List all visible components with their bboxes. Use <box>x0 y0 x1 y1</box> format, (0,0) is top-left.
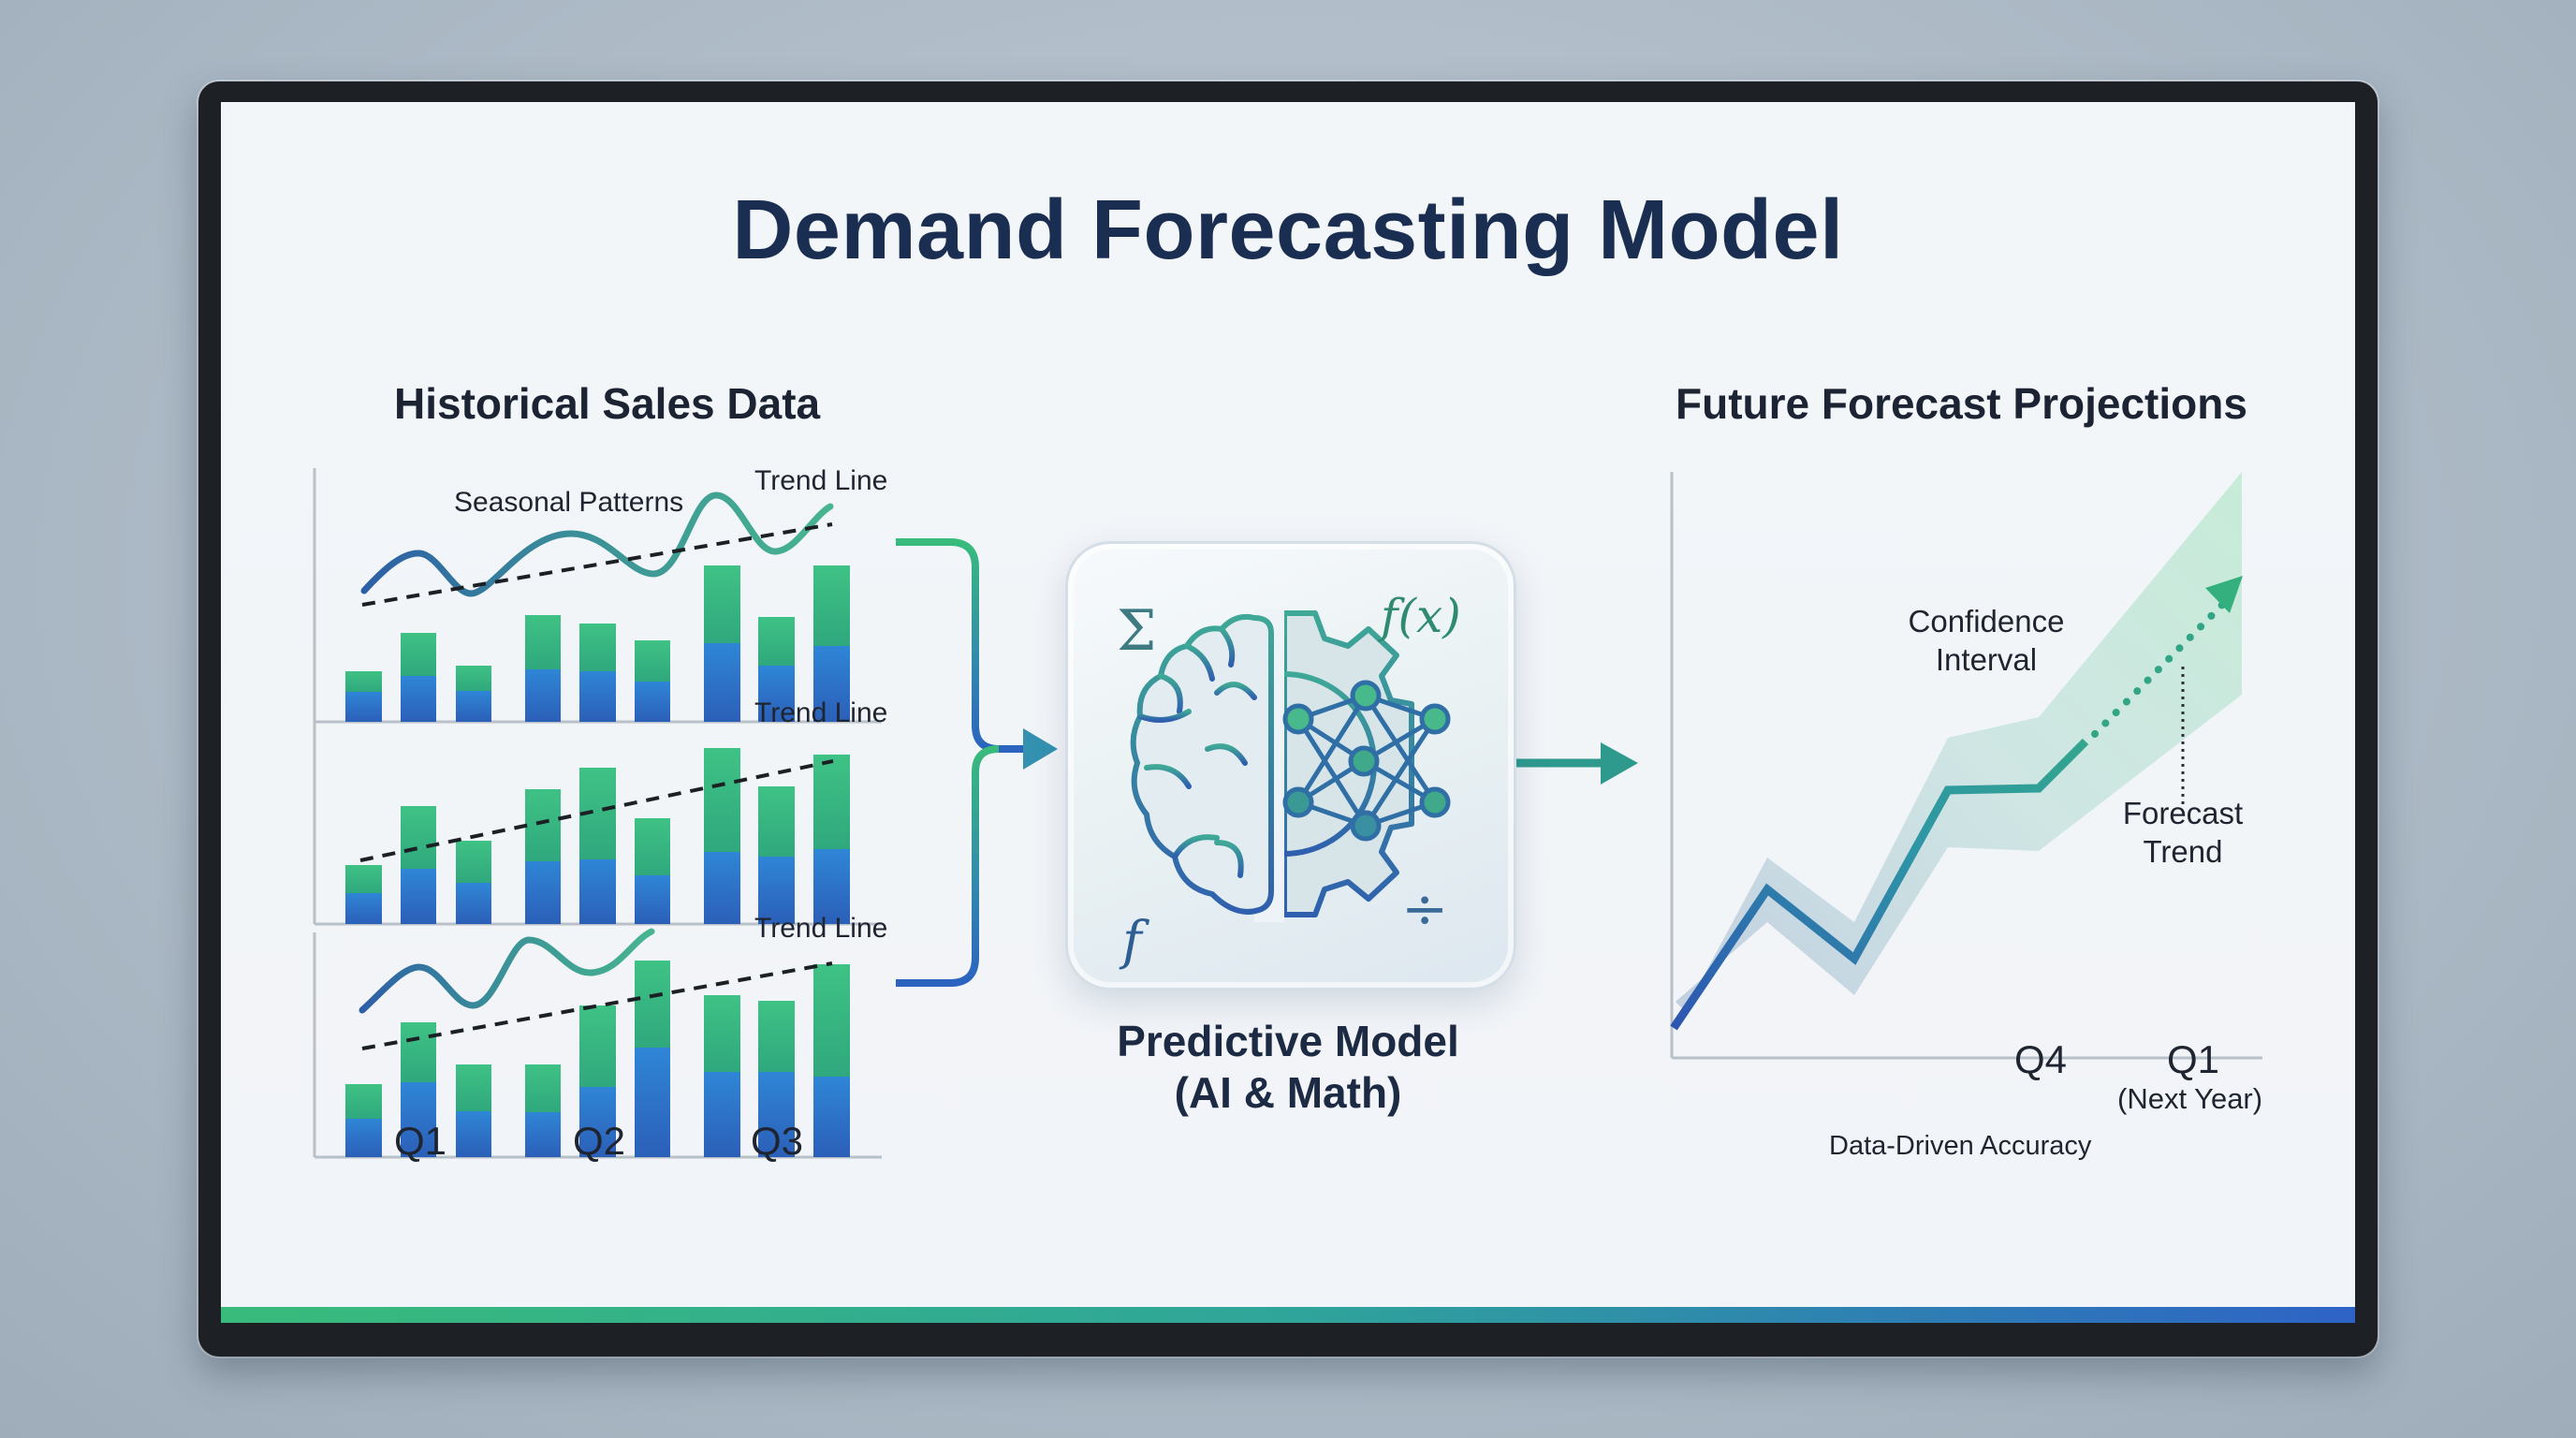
forecast-arrowhead <box>2205 576 2243 613</box>
model-title-line2: (AI & Math) <box>1174 1068 1402 1117</box>
historical-chart-2 <box>313 699 882 926</box>
confidence-band <box>1676 472 2242 1011</box>
bars-chart-2 <box>345 748 850 924</box>
sigma-symbol: Σ <box>1117 598 1157 664</box>
divide-symbol: ÷ <box>1401 876 1449 942</box>
forecast-dotted-line <box>2091 595 2232 738</box>
forecast-heading: Future Forecast Projections <box>1676 379 2247 428</box>
data-driven-accuracy-label: Data-Driven Accuracy <box>1829 1131 2092 1161</box>
confidence-interval-label: Confidence Interval <box>1893 602 2080 679</box>
page-title: Demand Forecasting Model <box>732 183 1844 277</box>
seasonal-curve-3 <box>359 928 655 1014</box>
bars-chart-3 <box>345 961 850 1157</box>
actual-line <box>1670 738 2089 1031</box>
x-label-q2: Q2 <box>573 1119 626 1163</box>
bars-chart-1 <box>345 565 850 722</box>
next-year-label: (Next Year) <box>2117 1082 2263 1115</box>
x-label-q1-next: Q1 <box>2167 1037 2220 1081</box>
historical-chart-1 <box>313 468 882 724</box>
confidence-line2: Interval <box>1935 642 2038 677</box>
model-illustration <box>1130 609 1451 922</box>
model-title: Predictive Model (AI & Math) <box>1065 1016 1511 1119</box>
trend-line-1 <box>361 522 833 607</box>
forecast-trend-label: Forecast Trend <box>2089 794 2276 871</box>
trend-line-3 <box>361 961 833 1050</box>
confidence-line1: Confidence <box>1908 604 2065 638</box>
gear-icon <box>1254 609 1414 922</box>
brain-icon <box>1130 613 1274 915</box>
model-title-line1: Predictive Model <box>1117 1017 1459 1065</box>
accent-bar <box>221 1307 2355 1323</box>
forecast-chart <box>1670 472 2262 1060</box>
forecast-line1: Forecast <box>2122 796 2244 830</box>
f-symbol: f <box>1122 911 1142 972</box>
historical-heading: Historical Sales Data <box>394 379 821 428</box>
merge-bracket-arrow <box>896 538 1058 987</box>
x-label-q1: Q1 <box>394 1119 447 1163</box>
historical-chart-3 <box>313 928 882 1159</box>
x-label-q4: Q4 <box>2014 1037 2068 1081</box>
seasonal-patterns-label: Seasonal Patterns <box>454 487 684 518</box>
forecast-line2: Trend <box>2143 834 2223 869</box>
fx-symbol: f(x) <box>1381 589 1461 643</box>
trend-line-label-3: Trend Line <box>754 913 888 944</box>
neural-network-icon <box>1282 680 1451 842</box>
output-arrow <box>1510 742 1638 785</box>
trend-line-label-1: Trend Line <box>754 465 888 496</box>
seasonal-curve-1 <box>360 492 834 597</box>
trend-line-label-2: Trend Line <box>754 697 888 728</box>
x-label-q3: Q3 <box>751 1119 804 1163</box>
predictive-model-card: Σ f(x) f ÷ <box>1065 541 1516 990</box>
